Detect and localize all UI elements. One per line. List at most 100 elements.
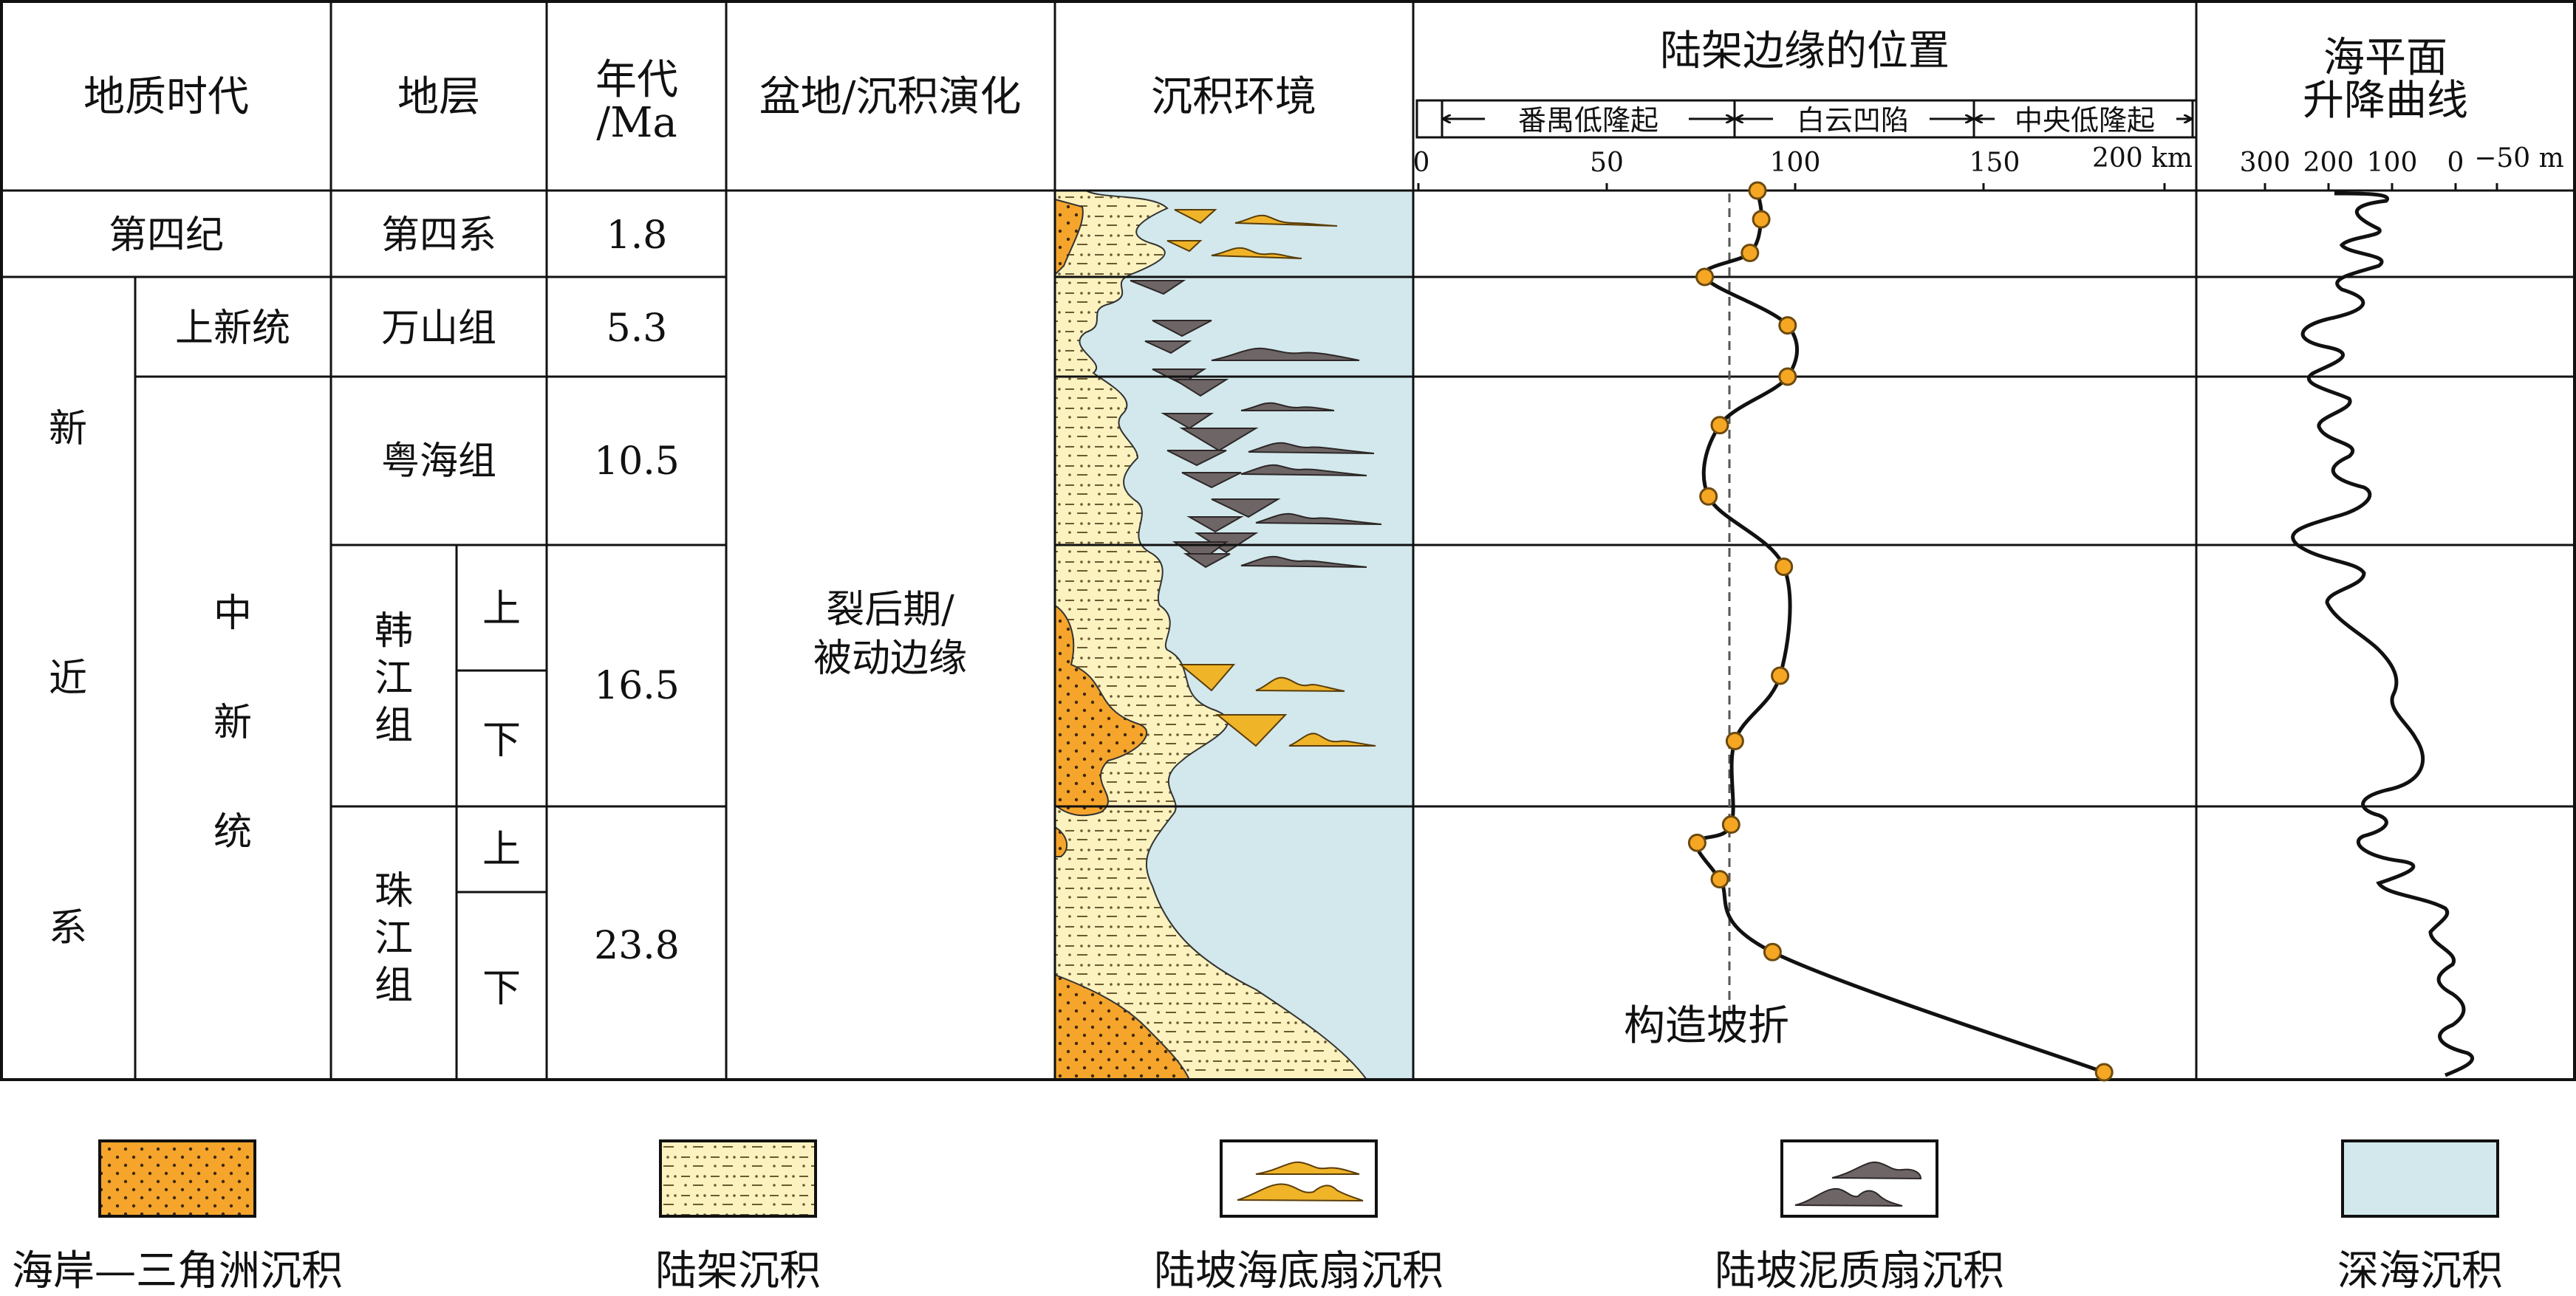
table-body: 第四纪 第四系 1.8 上新统 万山组 5.3 粤海组 10.5 16.5 23… [49, 213, 967, 1011]
hanjiang-upper: 上 [482, 587, 521, 631]
shelf-edge-point-1 [1752, 210, 1771, 229]
shelf-swatch [659, 1139, 817, 1218]
shelf-tick-200: 200 km [2092, 143, 2193, 174]
shelf-edge-point-11 [1721, 815, 1740, 834]
shelf-deposit-area [1054, 190, 1368, 1080]
shelf-edge-point-9 [1771, 666, 1790, 685]
legend-label-coastal-delta: 海岸—三角洲沉积 [12, 1247, 343, 1293]
epoch-miocene: 中新统 [213, 592, 252, 854]
shelf-edge-point-7 [1699, 487, 1718, 506]
legend-label-shelf: 陆架沉积 [655, 1247, 821, 1293]
zhujiang-lower: 下 [482, 967, 521, 1011]
slope-fan-swatch [1220, 1139, 1378, 1218]
text-line: 江 [375, 916, 413, 961]
legend-label-slope-fan: 陆坡海底扇沉积 [1154, 1247, 1444, 1293]
text-line: /Ma [596, 99, 677, 147]
shelf-edge-chart: 构造坡折 [1624, 181, 2114, 1082]
shelf-edge-point-8 [1774, 558, 1794, 576]
header-stratum: 地层 [397, 73, 480, 121]
structural-break-label: 构造坡折 [1624, 1002, 1789, 1050]
region-panyu: 番禺低隆起 [1518, 104, 1658, 137]
text-line: 系 [49, 906, 87, 950]
text-line: 海平面 [2323, 34, 2447, 82]
shelf-edge-point-6 [1710, 416, 1729, 435]
legend-item-mud-fan: 陆坡泥质扇沉积 [1715, 1139, 2004, 1295]
slope-fan-deposits [1166, 209, 1376, 747]
header-shelf-edge: 陆架边缘的位置 [1660, 27, 1950, 75]
mud-fan-deposits [1130, 280, 1382, 569]
shelf-distance-axis: 0 50 100 150 200 km [1413, 143, 2193, 192]
text-line: 升降曲线 [2303, 77, 2468, 125]
text-line: 裂后期/ [826, 588, 954, 632]
age-1-8: 1.8 [607, 213, 668, 258]
region-baiyun: 白云凹陷 [1797, 104, 1909, 137]
formation-yuehai: 粤海组 [381, 439, 496, 484]
environment-column [1054, 190, 1413, 1080]
age-16-5: 16.5 [594, 664, 680, 708]
legend: 海岸—三角洲沉积 陆架沉积 陆坡海底扇沉积 陆坡泥质扇沉积 深海沉积 [12, 1139, 2503, 1295]
header-age: 年代/Ma [595, 56, 678, 147]
shelf-edge-point-13 [1710, 870, 1729, 889]
shelf-edge-point-14 [1763, 942, 1782, 961]
sea-tick-100: 100 [2367, 148, 2418, 178]
region-central: 中央低隆起 [2015, 104, 2155, 137]
shelf-region-bar: 番禺低隆起 白云凹陷 中央低隆起 [1415, 99, 2198, 139]
shelf-edge-point-10 [1725, 732, 1744, 750]
shelf-edge-point-4 [1778, 316, 1797, 335]
coastal-delta-area [1054, 198, 1191, 1080]
period-neogene: 新近系 [49, 407, 87, 950]
text-line: 新 [213, 701, 252, 745]
legend-item-slope-fan: 陆坡海底扇沉积 [1154, 1139, 1444, 1295]
formation-zhujiang: 珠江组 [375, 869, 413, 1008]
formation-wanshan: 万山组 [381, 306, 496, 351]
shelf-edge-point-0 [1748, 181, 1767, 200]
text-line: 组 [375, 704, 413, 748]
legend-label-mud-fan: 陆坡泥质扇沉积 [1715, 1247, 2004, 1293]
header-basin: 盆地/沉积演化 [759, 73, 1022, 121]
deep-sea-swatch [2341, 1139, 2499, 1218]
shelf-edge-point-15 [2094, 1063, 2114, 1082]
header-era: 地质时代 [83, 73, 249, 121]
text-line: 江 [375, 656, 413, 701]
text-line: 统 [213, 810, 252, 854]
coastal-delta-swatch [98, 1139, 256, 1218]
sea-level-axis: 300 200 100 0 −50 m [2203, 143, 2569, 192]
text-line: 年代 [595, 56, 678, 104]
header-sea-level: 海平面升降曲线 [2303, 34, 2468, 125]
header-environment: 沉积环境 [1151, 73, 1316, 121]
age-5-3: 5.3 [607, 306, 668, 351]
hanjiang-lower: 下 [482, 719, 521, 763]
legend-item-deep-sea: 深海沉积 [2337, 1139, 2503, 1295]
shelf-tick-0: 0 [1413, 148, 1430, 178]
shelf-edge-point-5 [1778, 367, 1797, 386]
sea-level-curve [2291, 191, 2475, 1077]
legend-item-shelf: 陆架沉积 [655, 1139, 821, 1295]
sea-tick-minus50: −50 m [2474, 143, 2564, 174]
shelf-edge-point-3 [1695, 267, 1715, 287]
age-23-8: 23.8 [594, 924, 680, 968]
text-line: 韩 [375, 609, 413, 654]
period-quaternary: 第四纪 [109, 213, 224, 258]
text-line: 中 [213, 592, 252, 636]
table-grid [0, 0, 2576, 1081]
text-line: 被动边缘 [813, 637, 967, 681]
text-line: 新 [49, 407, 87, 451]
shelf-edge-point-2 [1740, 244, 1760, 262]
zhujiang-upper: 上 [482, 828, 521, 872]
header-row: 地质时代 地层 年代/Ma 盆地/沉积演化 沉积环境 陆架边缘的位置 海平面升降… [83, 27, 2468, 147]
shelf-tick-50: 50 [1590, 148, 1624, 178]
text-line: 近 [49, 656, 87, 701]
basin-stage: 裂后期/被动边缘 [813, 588, 967, 681]
legend-item-coastal-delta: 海岸—三角洲沉积 [12, 1139, 343, 1295]
shelf-edge-line [1695, 190, 2105, 1074]
sea-tick-300: 300 [2240, 148, 2291, 178]
sea-tick-200: 200 [2303, 148, 2354, 178]
text-line: 组 [375, 964, 413, 1008]
formation-quaternary: 第四系 [381, 213, 496, 258]
shelf-tick-150: 150 [1969, 148, 2020, 178]
sea-tick-0: 0 [2447, 148, 2464, 178]
text-line: 珠 [375, 869, 413, 913]
epoch-pliocene: 上新统 [175, 306, 290, 351]
age-10-5: 10.5 [594, 439, 680, 484]
